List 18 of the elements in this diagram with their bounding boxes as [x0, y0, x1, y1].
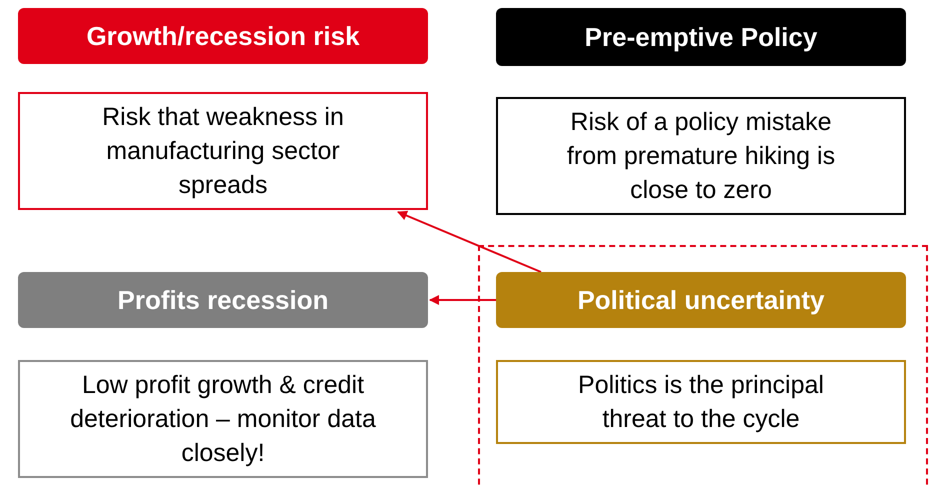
box-text: Risk of a policy mistake from premature hiking is close to zero [566, 107, 836, 206]
box-text: Growth/recession risk [86, 20, 360, 52]
text-box [496, 97, 906, 215]
header-box [496, 272, 906, 328]
box-text: Low profit growth & credit deterioration – monitor data closely! [69, 370, 377, 469]
box-text: Pre-emptive Policy [584, 20, 818, 54]
arrow [397, 210, 542, 273]
text-box [496, 360, 906, 444]
box-text: Risk that weakness in manufacturing sector spreads [101, 102, 345, 201]
box-text: Politics is the principal threat to the cycle [577, 370, 825, 435]
text-box [18, 360, 428, 478]
box-text: Political uncertainty [577, 284, 825, 316]
arrow [429, 295, 496, 305]
text-box [18, 92, 428, 210]
header-box [18, 8, 428, 64]
box-text: Profits recession [118, 284, 328, 316]
header-box [18, 272, 428, 328]
header-box [496, 8, 906, 66]
